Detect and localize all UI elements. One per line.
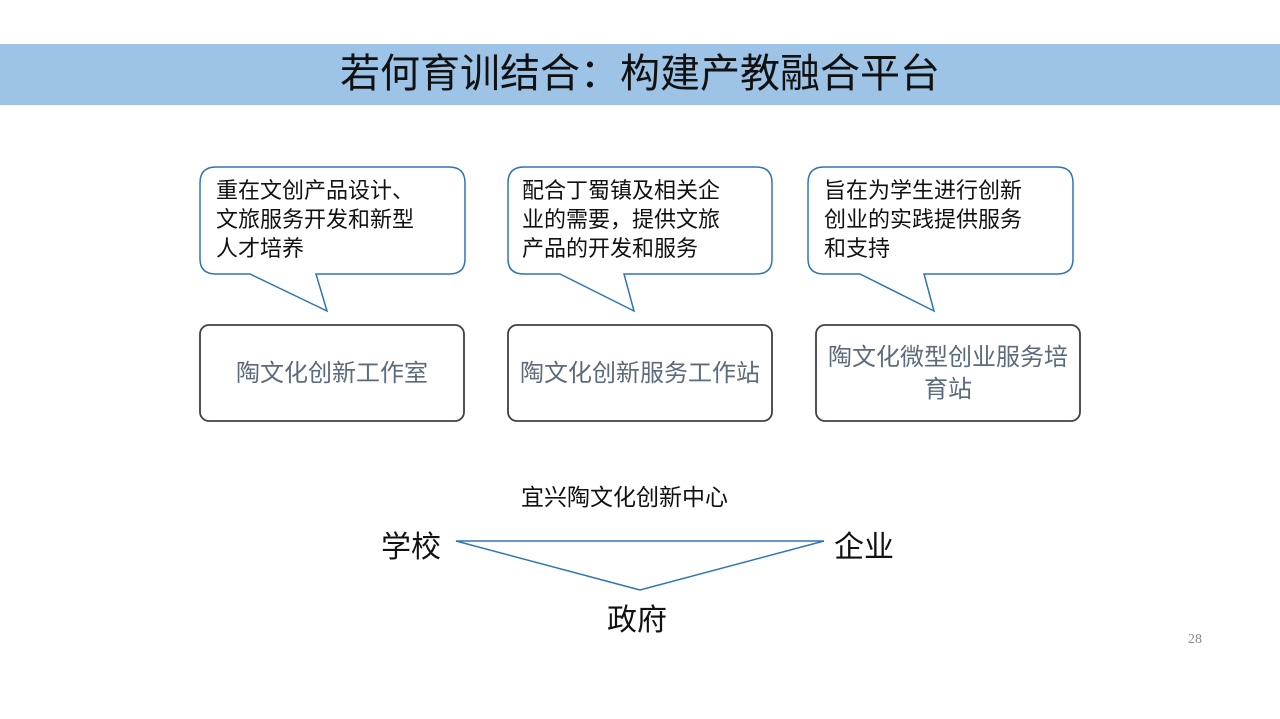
box-text-3: 陶文化微型创业服务培育站 (828, 343, 1068, 403)
title-bar: 若何育训结合：构建产教融合平台 (0, 44, 1280, 105)
center-label: 宜兴陶文化创新中心 (521, 485, 728, 511)
box-2 (507, 324, 773, 422)
callout-bubble-2 (507, 166, 773, 313)
triangle-label-government: 政府 (607, 603, 667, 638)
triangle (455, 540, 825, 591)
callout-text-3: 旨在为学生进行创新 创业的实践提供服务 和支持 (824, 179, 1023, 262)
callout-bubble-1 (199, 166, 466, 313)
box-3 (815, 324, 1081, 422)
page-number: 28 (1188, 632, 1202, 647)
page-title: 若何育训结合：构建产教融合平台 (340, 51, 940, 97)
box-text-1: 陶文化创新工作室 (236, 359, 428, 387)
box-text-2: 陶文化创新服务工作站 (520, 359, 760, 387)
callout-text-1: 重在文创产品设计、 文旅服务开发和新型 人才培养 (216, 179, 415, 262)
callout-text-2: 配合丁蜀镇及相关企 业的需要，提供文旅 产品的开发和服务 (522, 179, 721, 262)
box-1 (199, 324, 465, 422)
triangle-label-school: 学校 (381, 530, 441, 565)
triangle-label-enterprise: 企业 (834, 530, 894, 565)
callout-bubble-3 (807, 166, 1074, 313)
